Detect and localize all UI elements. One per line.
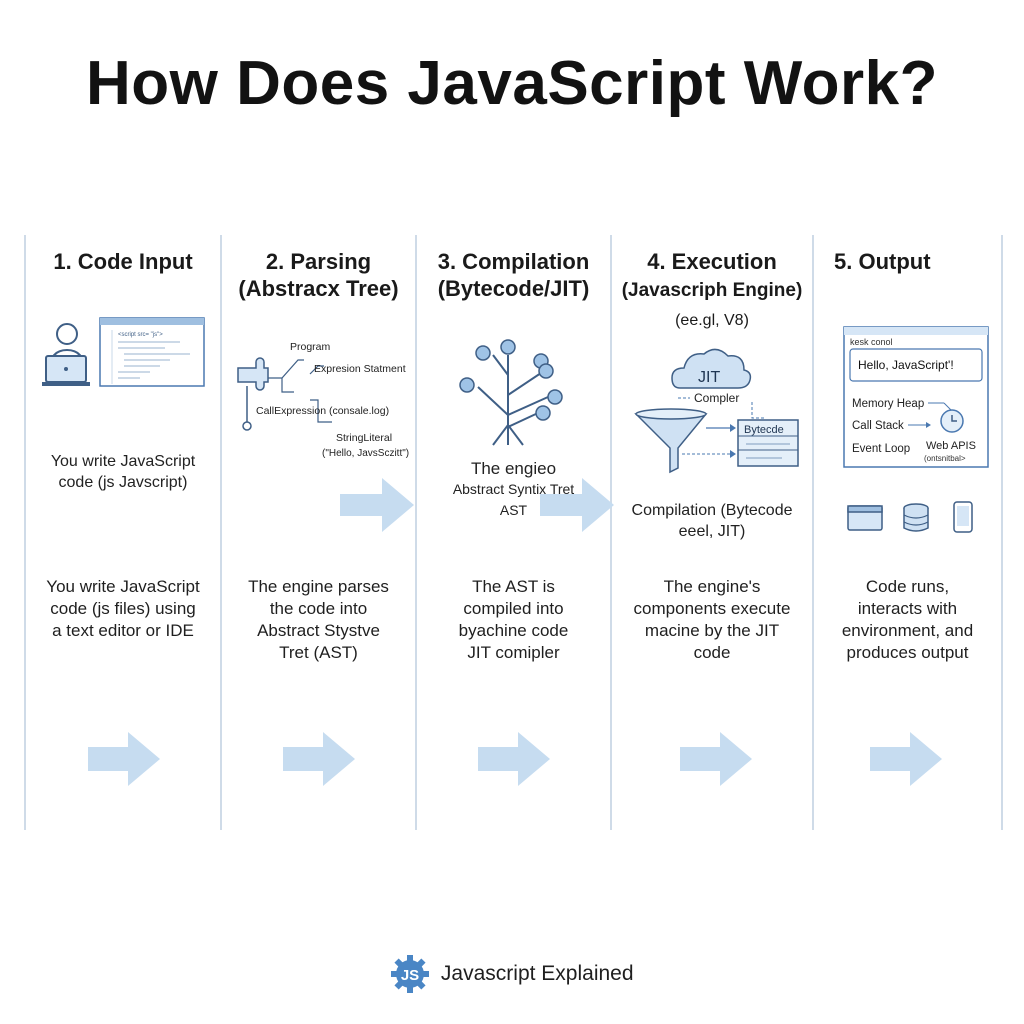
js-badge-text: JS (401, 967, 419, 984)
tree-node-literal-value: ("Hello, JavsSczitt") (322, 448, 409, 459)
memory-heap-label: Memory Heap (852, 398, 924, 410)
code-editor-window: <script src= "js"> (100, 318, 204, 386)
step-execution: 4. Execution (Javascriph Engine) (ee.gl,… (612, 0, 812, 1024)
step-heading: 5. Output (814, 248, 1001, 275)
step-heading: 2. Parsing (Abstracx Tree) (222, 248, 415, 302)
tree-node-literal: StringLiteral (336, 432, 392, 444)
flow-arrow-icon (870, 730, 944, 788)
step-description: The AST is compiled into byachine code J… (417, 576, 610, 664)
footer-label: Javascript Explained (441, 962, 634, 986)
engine-illustration: JIT Compler Bytecde (632, 336, 802, 476)
tree-node-call: CallExpression (consale.log) (256, 405, 389, 417)
developer-illustration: <script src= "js"> (40, 312, 210, 392)
footer-brand: JS Javascript Explained (0, 954, 1024, 994)
step-heading: 1. Code Input (26, 248, 220, 275)
bytecode-label: Bytecde (744, 424, 784, 436)
call-stack-label: Call Stack (852, 420, 904, 432)
step-description: The engine parses the code into Abstract… (222, 576, 415, 664)
mobile-phone-icon (954, 502, 972, 532)
step-description: Code runs, interacts with environment, a… (814, 576, 1001, 664)
editor-code-line: <script src= "js"> (118, 332, 163, 338)
laptop-icon (42, 356, 90, 386)
flow-arrow-icon (680, 730, 754, 788)
browser-icon (848, 506, 882, 530)
step-code-input: 1. Code Input <script src= "js"> (26, 0, 220, 1024)
web-apis-label: Web APIS (926, 440, 976, 452)
step-caption: You write JavaScript code (js Javscript) (26, 451, 220, 493)
flow-arrow-icon (540, 476, 616, 534)
step-heading: 4. Execution (Javascriph Engine) (ee.gl,… (612, 248, 812, 334)
column-divider (1001, 235, 1003, 830)
jit-label: JIT (698, 369, 720, 386)
tree-node-expression: Expresion Statment (314, 363, 406, 375)
puzzle-icon (238, 358, 268, 430)
flow-arrow-icon (340, 476, 416, 534)
step-description: The engine's components execute macine b… (612, 576, 812, 664)
console-window: kesk conol Hello, JavaScript'! Memory He… (842, 325, 990, 470)
flow-arrow-icon (283, 730, 357, 788)
device-icons (846, 500, 976, 534)
database-icon (904, 504, 928, 531)
console-window-title: kesk conol (850, 337, 893, 347)
step-heading: 3. Compilation (Bytecode/JIT) (417, 248, 610, 302)
syntax-tree-icon (453, 335, 583, 450)
compiler-label: Compler (694, 391, 739, 405)
cloud-icon: JIT (672, 349, 750, 388)
ast-tree-diagram: Program Expresion Statment CallExpressio… (222, 330, 415, 465)
event-loop-label: Event Loop (852, 443, 910, 455)
console-output-text: Hello, JavaScript'! (858, 358, 954, 372)
js-gear-logo-icon: JS (390, 954, 430, 994)
clock-icon (941, 410, 963, 432)
web-apis-sublabel: (ontsnitbal> (924, 454, 966, 463)
step-caption: Compilation (Bytecode eeel, JIT) (612, 500, 812, 542)
step-output: 5. Output kesk conol Hello, JavaScript'!… (814, 0, 1001, 1024)
funnel-icon (636, 409, 706, 472)
bytecode-box: Bytecde (738, 420, 798, 466)
step-description: You write JavaScript code (js files) usi… (26, 576, 220, 642)
tree-node-program: Program (290, 341, 331, 353)
flow-arrow-icon (478, 730, 552, 788)
flow-arrow-icon (88, 730, 162, 788)
